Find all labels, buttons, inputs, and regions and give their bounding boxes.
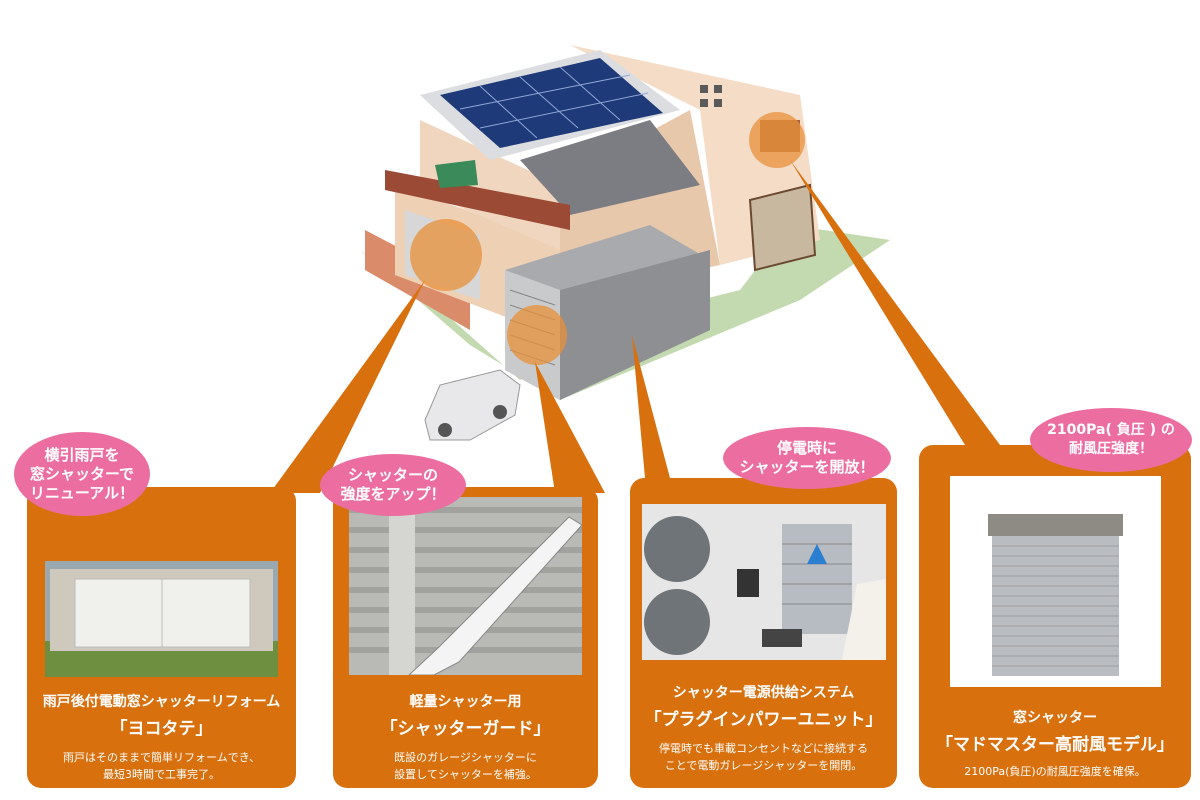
bubble-line: 強度をアップ！ bbox=[340, 485, 446, 503]
product-card-shutter-guard[interactable]: 軽量シャッター用 「シャッターガード」 既設のガレージシャッターに 設置してシャ… bbox=[333, 487, 598, 788]
bubble-line: シャッターの bbox=[347, 466, 438, 484]
card-title-line2: 「プラグインパワーユニット」 bbox=[644, 710, 883, 730]
card-description-line1: 停電時でも車載コンセントなどに接続する bbox=[659, 742, 868, 755]
card-title-line1: 雨戸後付電動窓シャッターリフォーム bbox=[42, 694, 281, 710]
callout-bubble: 2100Pa( 負圧 ) の 耐風圧強度！ bbox=[1030, 408, 1192, 472]
madomaster-photo bbox=[950, 476, 1161, 687]
card-title-line1: 窓シャッター bbox=[1013, 710, 1097, 726]
card-title-line2: 「マドマスター高耐風モデル」 bbox=[936, 735, 1174, 755]
bubble-line: 2100Pa( 負圧 ) の bbox=[1047, 422, 1175, 438]
yokotate-photo bbox=[45, 561, 278, 677]
shutter-guard-image bbox=[349, 497, 582, 675]
bubble-line: 停電時に bbox=[776, 439, 837, 457]
bubble-line: 横引雨戸を bbox=[44, 445, 120, 464]
bubble-line: シャッターを開放！ bbox=[739, 458, 875, 476]
window-shutter-image bbox=[45, 561, 278, 677]
callout-bubble: シャッターの 強度をアップ！ bbox=[320, 454, 466, 516]
card-description-line2: 最短3時間で工事完了。 bbox=[103, 768, 220, 781]
card-title-line2: 「ヨコタテ」 bbox=[110, 719, 213, 739]
card-title-line1: シャッター電源供給システム bbox=[672, 685, 855, 701]
card-description-line2: ことで電動ガレージシャッターを開閉。 bbox=[664, 759, 863, 772]
card-description-line2: 設置してシャッターを補強。 bbox=[394, 768, 537, 781]
product-card-madomaster[interactable]: 窓シャッター 「マドマスター高耐風モデル」 2100Pa(負圧)の耐風圧強度を確… bbox=[919, 445, 1191, 788]
card-title-line1: 軽量シャッター用 bbox=[409, 694, 522, 710]
card-description-line1: 雨戸はそのままで簡単リフォームでき、 bbox=[63, 751, 260, 764]
card-description-line1: 2100Pa(負圧)の耐風圧強度を確保。 bbox=[964, 765, 1146, 778]
bubble-line: 耐風圧強度！ bbox=[1069, 441, 1153, 457]
product-card-yokotate[interactable]: 雨戸後付電動窓シャッターリフォーム 「ヨコタテ」 雨戸はそのままで簡単リフォーム… bbox=[27, 487, 296, 788]
shutter-guard-photo bbox=[349, 497, 582, 675]
plugin-power-image bbox=[642, 504, 886, 660]
bubble-line: リニューアル！ bbox=[29, 483, 135, 502]
bubble-line: 窓シャッターで bbox=[29, 464, 135, 483]
card-description-line1: 既設のガレージシャッターに bbox=[394, 751, 537, 764]
plugin-power-photo bbox=[642, 504, 886, 660]
card-title-line2: 「シャッターガード」 bbox=[380, 719, 551, 739]
callout-bubble: 停電時に シャッターを開放！ bbox=[723, 427, 891, 489]
window-shutter-product-image bbox=[950, 476, 1161, 687]
callout-bubble: 横引雨戸を 窓シャッターで リニューアル！ bbox=[14, 432, 150, 516]
product-card-plugin-power-unit[interactable]: シャッター電源供給システム 「プラグインパワーユニット」 停電時でも車載コンセン… bbox=[630, 478, 897, 788]
